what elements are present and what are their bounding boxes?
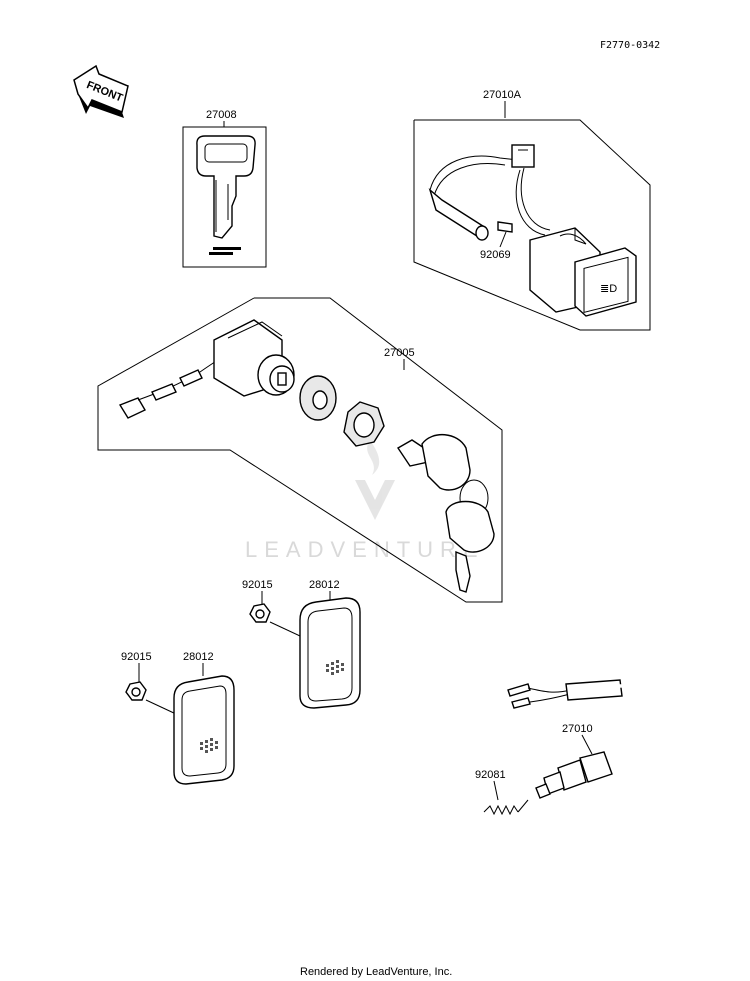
- watermark-logo: [355, 440, 395, 520]
- label-92069: 92069: [480, 249, 511, 261]
- headlight-icon: ≣D: [600, 283, 617, 295]
- label-27005: 27005: [384, 347, 415, 359]
- brake-switch-part: [507, 679, 655, 799]
- front-arrow-icon: FRONT: [73, 64, 129, 118]
- label-92081: 92081: [475, 769, 506, 781]
- label-28012-left: 28012: [183, 651, 214, 663]
- ignition-switch-box: [97, 297, 503, 603]
- footer-credit: Rendered by LeadVenture, Inc.: [300, 966, 452, 978]
- headlight-switch-box: [413, 119, 651, 331]
- key-blank-part: [196, 135, 256, 255]
- reflector-left-part: [173, 675, 235, 785]
- reflector-right-part: [299, 597, 361, 709]
- label-27010: 27010: [562, 723, 593, 735]
- label-92015-right: 92015: [242, 579, 273, 591]
- ignition-switch-part: [118, 319, 495, 593]
- nut-left-part: [125, 681, 147, 701]
- diagram-code: F2770-0342: [600, 40, 660, 51]
- label-27010A: 27010A: [483, 89, 522, 101]
- label-28012-right: 28012: [309, 579, 340, 591]
- label-27008: 27008: [206, 109, 237, 121]
- nut-right-part: [249, 603, 271, 623]
- spring-part: [483, 799, 529, 816]
- watermark-text: LEADVENTURE: [245, 537, 485, 562]
- label-92015-left: 92015: [121, 651, 152, 663]
- headlight-switch-part: ≣D: [428, 144, 637, 317]
